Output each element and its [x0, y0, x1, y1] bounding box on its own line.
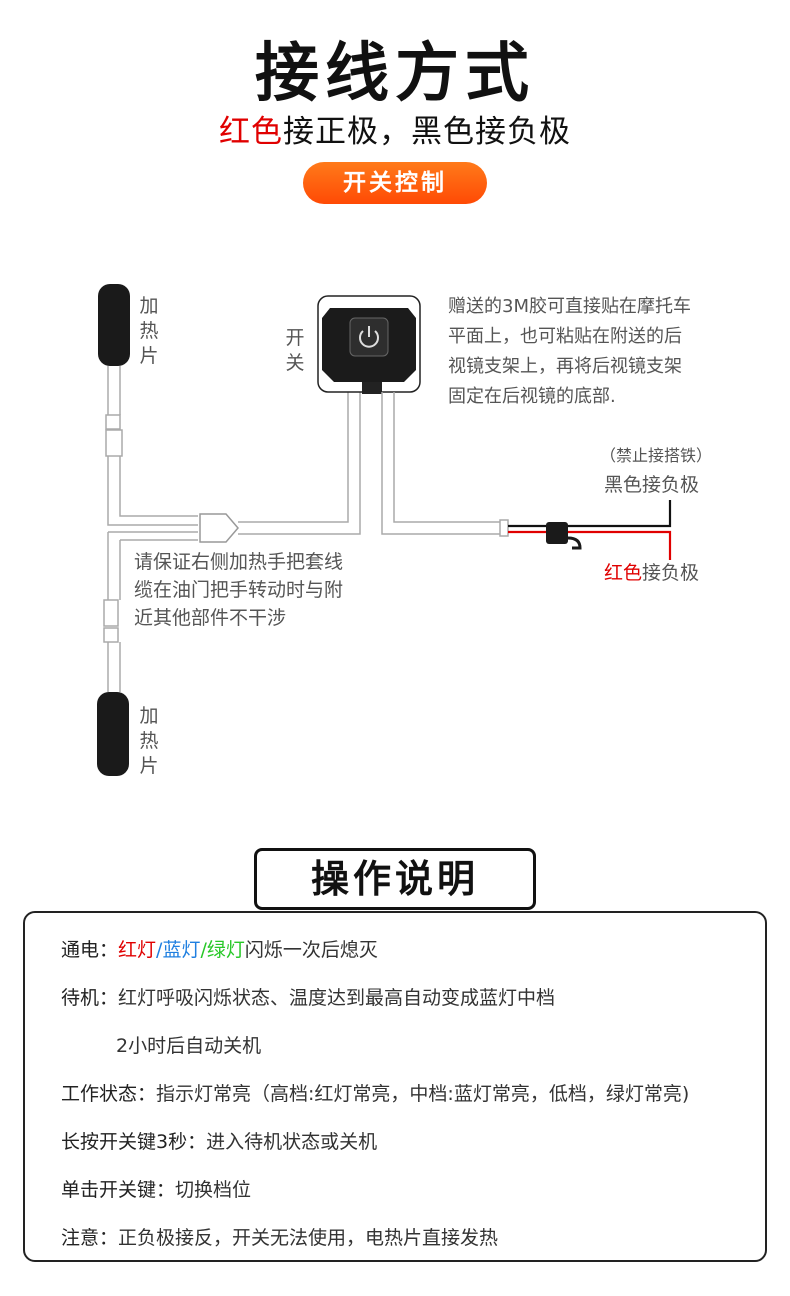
op-long-press: 长按开关键3秒：进入待机状态或关机 — [61, 1127, 377, 1154]
red-wire-label-color: 红色 — [604, 562, 643, 584]
op-standby: 待机：红灯呼吸闪烁状态、温度达到最高自动变成蓝灯中档 — [61, 983, 555, 1010]
operation-panel: 通电：红灯/蓝灯/绿灯闪烁一次后熄灭 待机：红灯呼吸闪烁状态、温度达到最高自动变… — [23, 911, 767, 1262]
heater-pad-bottom — [97, 692, 129, 776]
cable-to-switch — [238, 392, 361, 535]
wiring-diagram: 加热片 加热片 开关 赠送的3M胶可直接贴在摩托车 平面上，也可粘贴在附送的后 … — [0, 270, 790, 790]
switch-mounting-note: 赠送的3M胶可直接贴在摩托车 平面上，也可粘贴在附送的后 视镜支架上，再将后视镜… — [448, 292, 691, 412]
slash: / — [200, 939, 207, 961]
op-key: 通电： — [61, 939, 119, 961]
op-text: 切换档位 — [175, 1179, 252, 1201]
op-single-press: 单击开关键：切换档位 — [61, 1175, 251, 1202]
black-wire — [508, 500, 672, 528]
red-wire-label: 红色接负极 — [604, 558, 699, 585]
wiring-svg — [97, 284, 672, 776]
warning-note-line: 缆在油门把手转动时与附 — [134, 579, 344, 601]
switch-note-line: 赠送的3M胶可直接贴在摩托车 — [448, 296, 691, 317]
blue-light-text: 蓝灯 — [162, 939, 201, 961]
switch-note-line: 平面上，也可粘贴在附送的后 — [448, 326, 682, 347]
op-key: 长按开关键3秒： — [61, 1131, 207, 1153]
heater-pad-top — [98, 284, 130, 366]
op-standby-cont: 2小时后自动关机 — [116, 1035, 262, 1057]
cable-warning-note: 请保证右侧加热手把套线 缆在油门把手转动时与附 近其他部件不干涉 — [134, 548, 343, 632]
page-title: 接线方式 — [255, 37, 535, 111]
cable-top-heater — [105, 366, 198, 526]
red-light-text: 红灯 — [118, 939, 157, 961]
y-connector — [199, 513, 239, 543]
op-key: 注意： — [61, 1227, 119, 1249]
black-wire-label: 黑色接负极 — [604, 474, 700, 496]
red-wire-label-rest: 接负极 — [642, 562, 700, 584]
op-text: 红灯呼吸闪烁状态、温度达到最高自动变成蓝灯中档 — [118, 987, 556, 1009]
op-key: 单击开关键： — [61, 1179, 176, 1201]
op-key: 待机： — [61, 987, 119, 1009]
op-text: 进入待机状态或关机 — [206, 1131, 378, 1153]
switch-note-line: 视镜支架上，再将后视镜支架 — [448, 356, 682, 377]
warning-note-line: 请保证右侧加热手把套线 — [134, 551, 344, 573]
cable-split-sleeve — [499, 519, 509, 537]
heater-label-top: 加热片 — [139, 295, 159, 367]
subtitle-rest: 接正极，黑色接负极 — [283, 114, 571, 150]
warning-note-line: 近其他部件不干涉 — [134, 607, 287, 629]
op-power-on: 通电：红灯/蓝灯/绿灯闪烁一次后熄灭 — [61, 935, 378, 962]
power-icon — [359, 326, 379, 348]
cable-bottom-heater — [103, 531, 198, 692]
op-text: 正负极接反，开关无法使用，电热片直接发热 — [118, 1227, 499, 1249]
subtitle-red-word: 红色 — [219, 114, 283, 150]
op-key: 工作状态： — [61, 1083, 157, 1105]
fuse-holder — [546, 522, 582, 550]
green-light-text: 绿灯 — [206, 939, 245, 961]
heater-label-bottom: 加热片 — [139, 705, 159, 777]
operation-title: 操作说明 — [254, 848, 536, 910]
slash: / — [156, 939, 163, 961]
op-notice: 注意：正负极接反，开关无法使用，电热片直接发热 — [61, 1223, 498, 1250]
op-text: 闪烁一次后熄灭 — [244, 939, 378, 961]
switch-label: 开关 — [285, 327, 305, 374]
op-working-state: 工作状态：指示灯常亮（高档:红灯常亮，中档:蓝灯常亮，低档，绿灯常亮) — [61, 1079, 689, 1106]
wiring-subtitle: 红色接正极，黑色接负极 — [0, 106, 790, 151]
switch-cable-boot — [362, 382, 382, 394]
op-text: 指示灯常亮（高档:红灯常亮，中档:蓝灯常亮，低档，绿灯常亮) — [156, 1083, 690, 1105]
power-cable — [381, 392, 500, 535]
switch-control-badge: 开关控制 — [303, 162, 487, 204]
forbid-ground-note: （禁止接搭铁） — [600, 446, 713, 465]
red-wire — [508, 530, 672, 560]
switch-note-line: 固定在后视镜的底部. — [448, 386, 616, 407]
